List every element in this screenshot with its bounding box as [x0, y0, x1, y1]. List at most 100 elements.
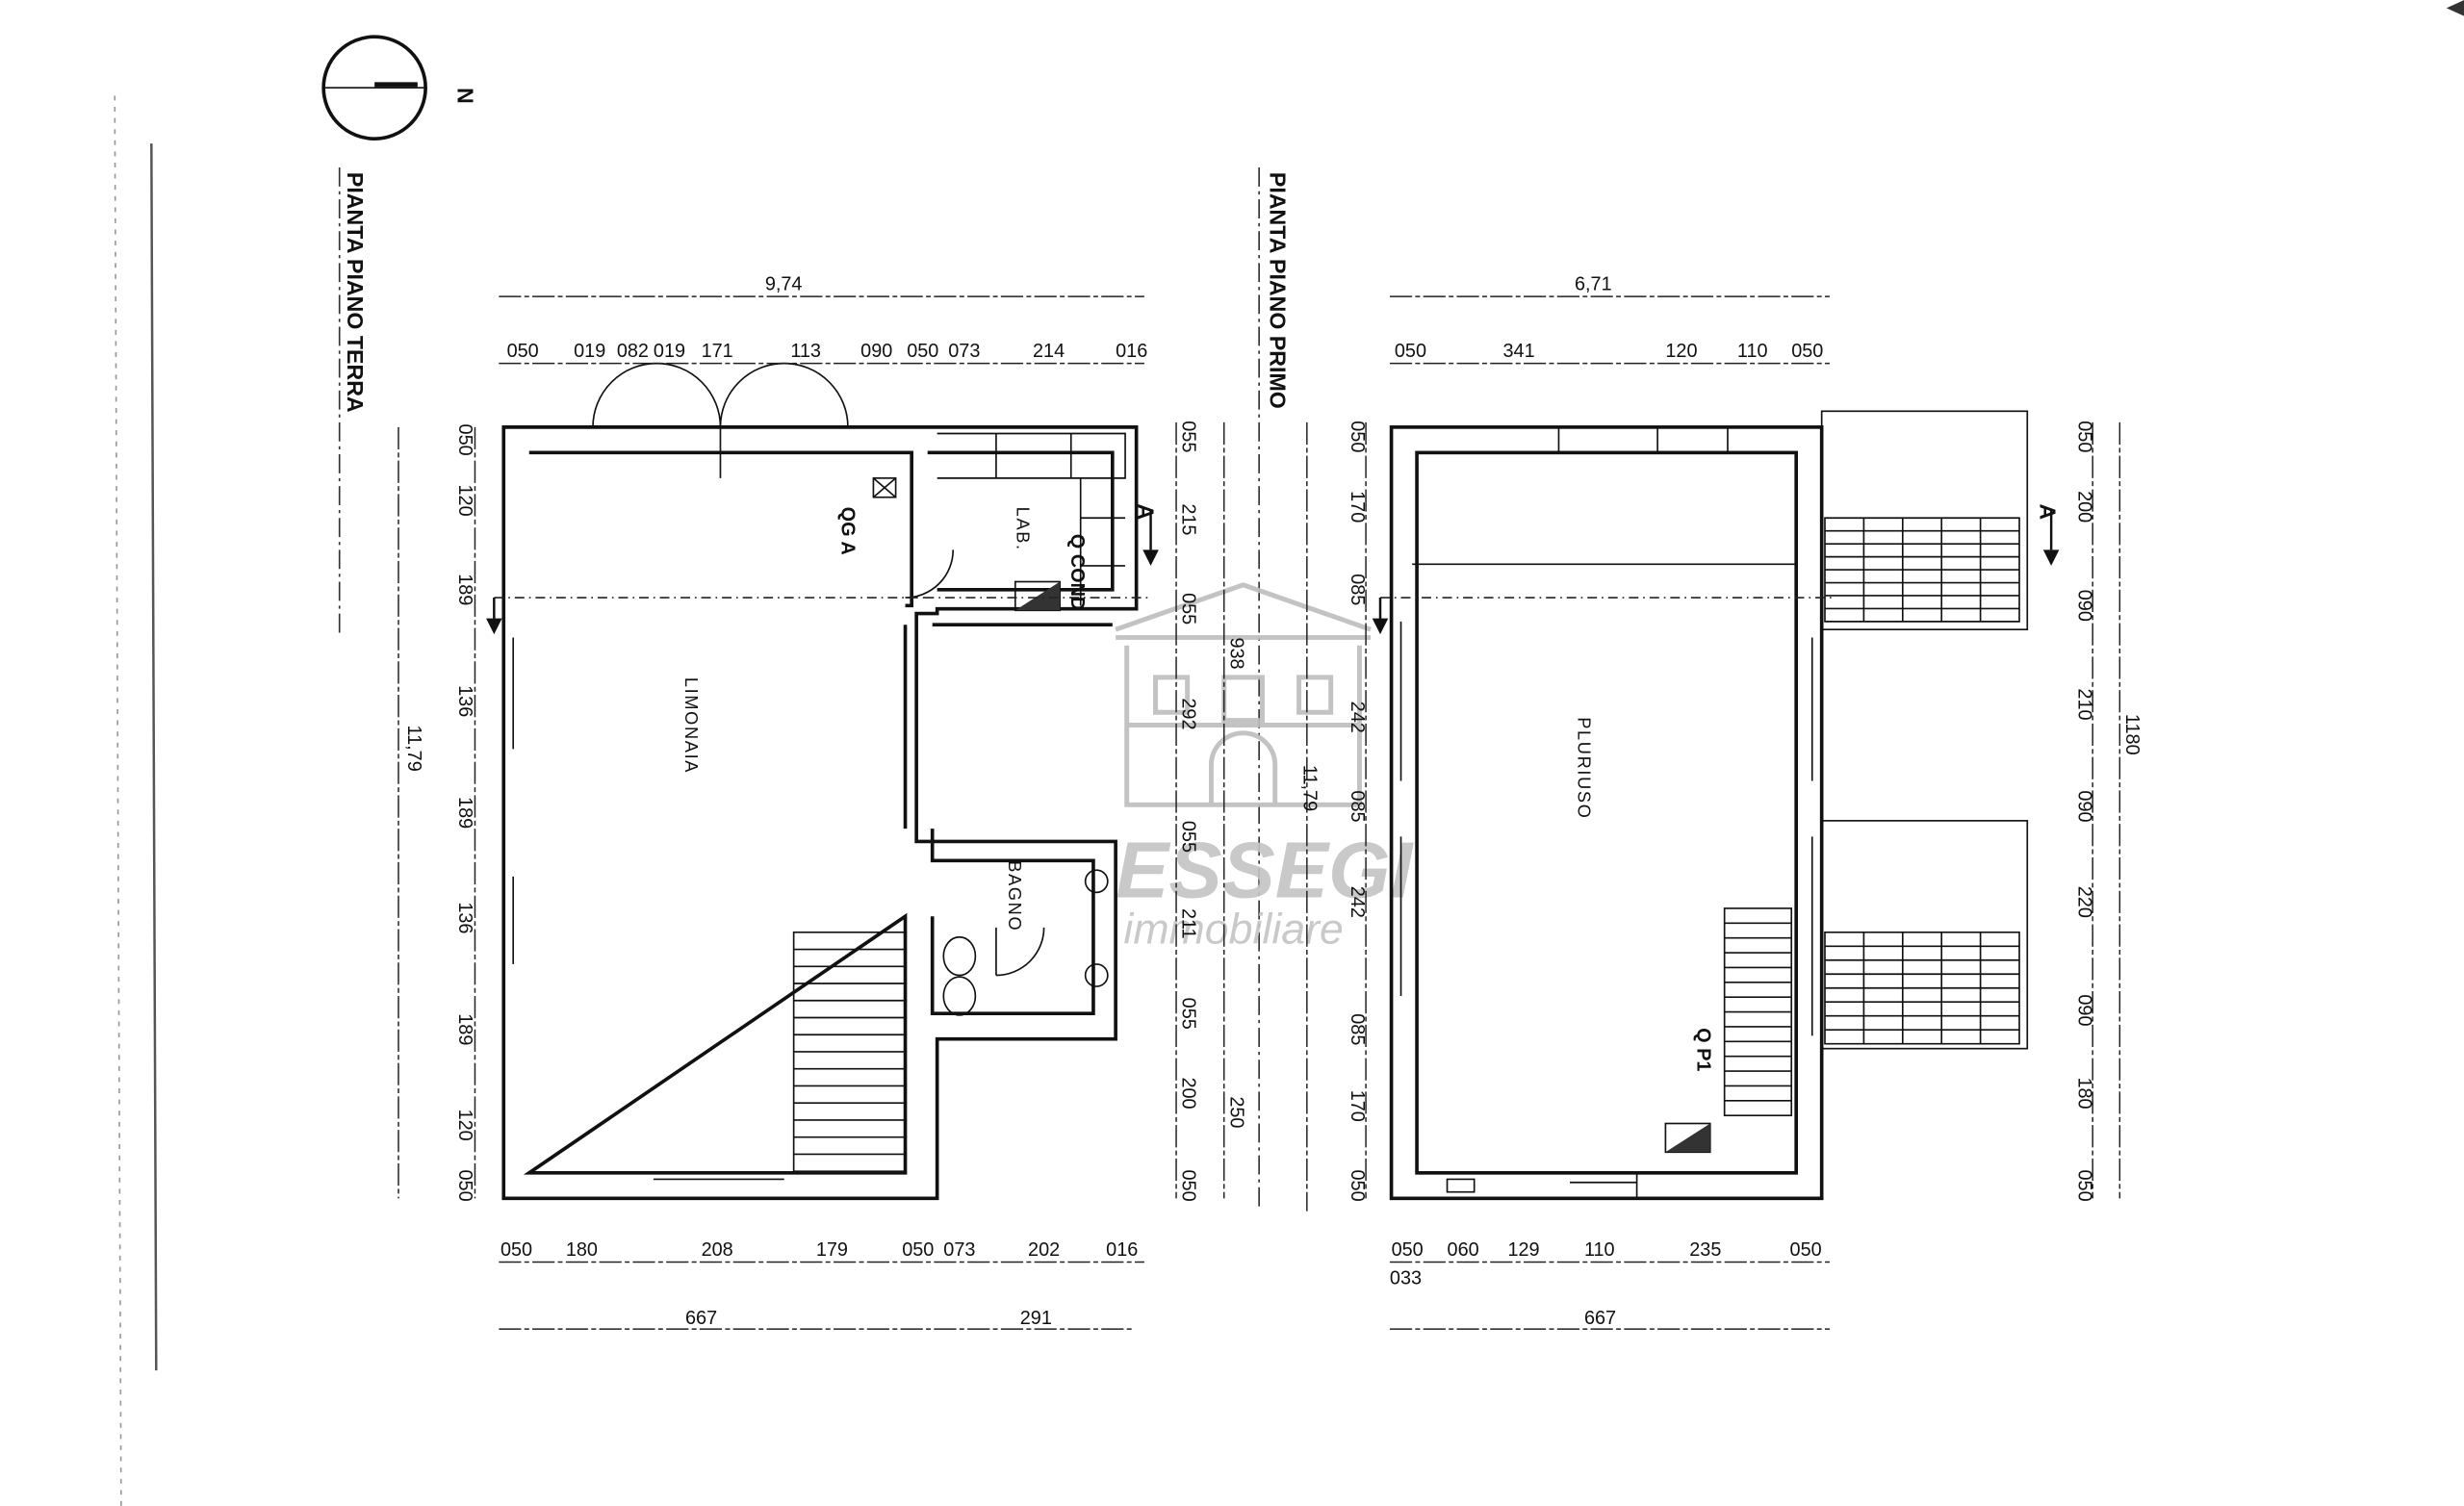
dimension-label: 050: [1791, 341, 1823, 362]
dimension-label: 055: [1178, 593, 1199, 625]
dimension-label: 050: [1347, 1170, 1368, 1202]
panel-label-qcond: Q COND: [1066, 534, 1088, 610]
dimension-label: 050: [1178, 1170, 1199, 1202]
dimension-label: 050: [902, 1239, 934, 1261]
dimension-lines: [398, 295, 2121, 1330]
dimension-label: 242: [1347, 886, 1368, 918]
dimension-label: 250: [1225, 1096, 1246, 1128]
dimension-label: 050: [507, 341, 539, 362]
dimension-label: 189: [454, 574, 475, 605]
dimension-label: 9,74: [765, 273, 803, 294]
dimension-label: 210: [2073, 688, 2094, 720]
dimension-label: 11,79: [403, 726, 424, 772]
first-floor-title: PIANTA PIANO PRIMO: [1266, 172, 1291, 409]
dimension-label: 073: [943, 1239, 975, 1261]
room-label-bagno: BAGNO: [1005, 860, 1024, 932]
dimension-label: 341: [1503, 341, 1535, 362]
watermark-subtitle: immobiliare: [1123, 906, 1343, 953]
dimension-label: 235: [1689, 1239, 1721, 1261]
section-marker-ground: A: [1133, 503, 1158, 520]
dimension-label: 090: [2073, 790, 2094, 822]
room-label-lab: LAB.: [1013, 507, 1032, 551]
dimension-label: 291: [1020, 1308, 1052, 1329]
dimension-label: 200: [2073, 491, 2094, 523]
dimension-label: 050: [1392, 1239, 1424, 1261]
dimension-label: 085: [1347, 790, 1368, 822]
stair-steps: [1824, 517, 2020, 623]
dimension-label: 050: [1395, 341, 1426, 362]
dimension-label: 170: [1347, 491, 1368, 523]
dimension-label: 055: [1178, 998, 1199, 1030]
dimension-label: 050: [500, 1239, 532, 1261]
dimension-label: 060: [1448, 1239, 1479, 1261]
stair-steps: [1824, 931, 2020, 1045]
dimension-label: 179: [816, 1239, 848, 1261]
section-marker-first: A: [2036, 503, 2061, 520]
dimension-label: 050: [2073, 421, 2094, 452]
balcony-stair-icon-2: [1824, 931, 2020, 1045]
stair-steps: [792, 931, 907, 1172]
dimension-label: 180: [566, 1239, 598, 1261]
dimension-label: 113: [790, 341, 821, 362]
dimension-label: 208: [702, 1239, 733, 1261]
dimension-label: 129: [1507, 1239, 1539, 1261]
dimension-label: 136: [454, 685, 475, 717]
dimension-label: 170: [1347, 1090, 1368, 1122]
north-compass-icon: [321, 35, 427, 140]
dimension-label: 050: [2073, 1170, 2094, 1202]
first-floor-plan: [1372, 410, 2060, 1201]
panel-label-qga: QG A: [836, 507, 858, 555]
dimension-label: 202: [1028, 1239, 1060, 1261]
dimension-label: 180: [2073, 1077, 2094, 1109]
dimension-label: 033: [1390, 1268, 1422, 1289]
dimension-label: 090: [2073, 590, 2094, 622]
dimension-label: 110: [1737, 341, 1768, 362]
dimension-label: 016: [1116, 341, 1147, 362]
dimension-label: 1180: [2121, 714, 2143, 755]
dimension-label: 200: [1178, 1077, 1199, 1109]
dimension-label: 073: [948, 341, 980, 362]
dimension-label: 050: [907, 341, 938, 362]
dimension-label: 120: [454, 1110, 475, 1141]
dimension-label: 189: [454, 1013, 475, 1045]
dimension-label: 220: [2073, 886, 2094, 918]
first-floor-stair-icon: [1723, 907, 1793, 1117]
dimension-label: 082: [617, 341, 649, 362]
dimension-label: 019: [654, 341, 685, 362]
balcony-stair-icon: [1824, 517, 2020, 623]
essegi-watermark-logo: ESSEGI immobiliare: [1115, 582, 1414, 953]
dimension-label: 242: [1347, 702, 1368, 733]
room-label-limonaia: LIMONAIA: [681, 677, 701, 774]
dimension-label: 136: [454, 902, 475, 933]
ground-stair-icon: [792, 931, 907, 1172]
dimension-label: 215: [1178, 503, 1199, 535]
dimension-label: 120: [454, 484, 475, 516]
dimension-label: 050: [454, 1170, 475, 1202]
dimension-label: 292: [1178, 698, 1199, 729]
dimension-label: 938: [1225, 637, 1246, 669]
ground-floor-title: PIANTA PIANO TERRA: [343, 172, 368, 413]
dimension-label: 050: [454, 424, 475, 456]
dimension-label: 090: [860, 341, 892, 362]
ground-floor-plan: [486, 362, 1159, 1201]
dimension-label: 110: [1584, 1239, 1615, 1261]
dimension-label: 6,71: [1575, 273, 1612, 294]
dimension-label: 120: [1665, 341, 1697, 362]
dimension-label: 085: [1347, 1013, 1368, 1045]
dimension-label: 085: [1347, 574, 1368, 605]
north-label: N: [452, 88, 477, 104]
dimension-label: 189: [454, 797, 475, 829]
dimension-label: 11,79: [1299, 765, 1321, 811]
room-label-pluriuso: PLURIUSO: [1574, 717, 1593, 819]
dimension-label: 055: [1178, 421, 1199, 452]
dimension-label: 171: [702, 341, 733, 362]
panel-label-qp1: Q P1: [1693, 1028, 1714, 1071]
dimension-label: 019: [574, 341, 605, 362]
stair-steps: [1723, 907, 1793, 1117]
dimension-label: 016: [1106, 1239, 1138, 1261]
dimension-label: 050: [1790, 1239, 1822, 1261]
dimension-label: 055: [1178, 821, 1199, 853]
dimension-label: 090: [2073, 994, 2094, 1026]
dimension-label: 667: [1584, 1308, 1616, 1329]
